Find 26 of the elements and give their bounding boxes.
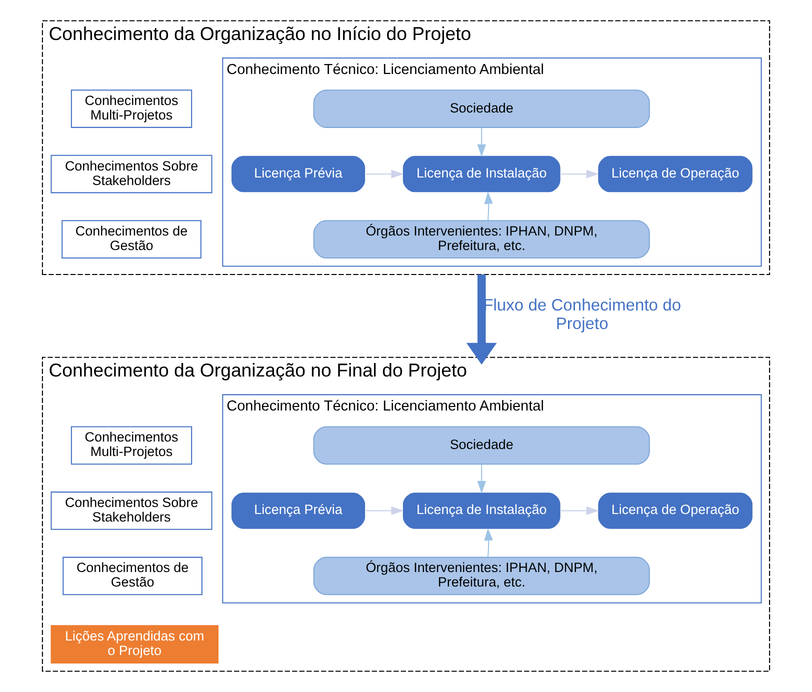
node-box: Órgãos Intervenientes: IPHAN, DNPM, Prefeitura, etc. xyxy=(313,556,650,596)
arrow xyxy=(466,274,497,365)
node-box: Conhecimentos de Gestão xyxy=(62,220,202,258)
arrow xyxy=(366,506,404,516)
arrow xyxy=(484,191,493,221)
node-box: Conhecimentos Multi-Projetos xyxy=(70,426,192,465)
node-box: Licença de Instalação xyxy=(402,492,562,530)
arrow xyxy=(477,128,486,157)
arrow xyxy=(484,528,493,558)
node-box: Conhecimentos Multi-Projetos xyxy=(70,90,192,128)
arrow xyxy=(561,170,599,178)
node-box: Conhecimentos Sobre Stakeholders xyxy=(50,154,212,194)
node-box: Licença de Instalação xyxy=(402,154,562,194)
node-box: Licença de Operação xyxy=(597,492,754,530)
node-box: Conhecimentos Sobre Stakeholders xyxy=(50,492,212,530)
node-box: Lições Aprendidas com o Projeto xyxy=(50,625,219,664)
node-box: Sociedade xyxy=(313,426,650,465)
node-box: Órgãos Intervenientes: IPHAN, DNPM, Prefeitura, etc. xyxy=(313,220,650,258)
node-box: Conhecimentos de Gestão xyxy=(62,556,202,596)
node-box: Licença Prévia xyxy=(230,492,366,530)
arrow xyxy=(366,170,404,178)
node-box: Licença Prévia xyxy=(230,154,366,194)
node-box: Sociedade xyxy=(313,90,650,128)
node-box: Licença de Operação xyxy=(597,154,754,194)
arrow xyxy=(477,464,486,494)
arrow xyxy=(561,506,599,516)
